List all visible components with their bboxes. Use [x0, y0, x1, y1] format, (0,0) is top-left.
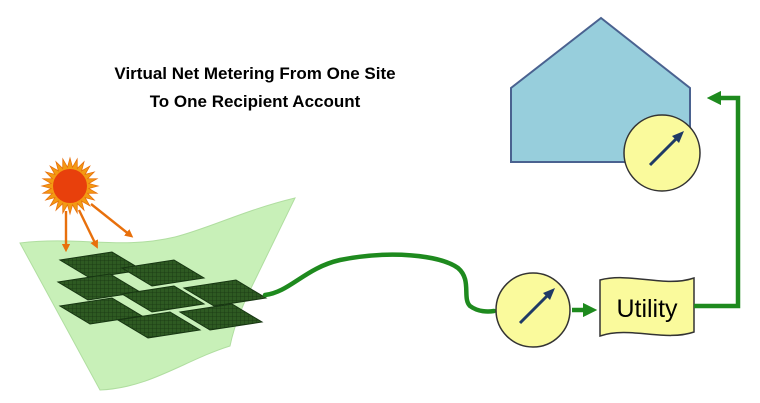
sun-ray-arrow: [90, 203, 134, 238]
recipient-meter-icon: [623, 114, 701, 192]
generation-meter-icon: [495, 272, 571, 348]
solar-panel: [120, 285, 206, 313]
wire-panels-to-meter: [262, 252, 497, 314]
meter-needle: [648, 136, 679, 167]
wire-utility-to-house: [694, 90, 741, 309]
utility-shape: [599, 276, 695, 338]
meter-needle-tip: [672, 131, 684, 143]
solar-panel: [178, 303, 264, 331]
meter-needle-tip: [543, 288, 555, 300]
solar-panel: [116, 311, 202, 339]
sun-ray-arrow: [77, 209, 98, 249]
diagram-title-line-1: Virtual Net Metering From One Site: [114, 64, 395, 83]
utility-label: Utility: [616, 295, 678, 323]
solar-panel-icon: [56, 251, 268, 339]
solar-panel: [120, 259, 206, 287]
utility-document-icon: Utility: [599, 276, 695, 338]
sun-icon: [40, 156, 100, 216]
sun-rays: [61, 203, 134, 253]
diagram-title-line-2: To One Recipient Account: [150, 92, 361, 111]
meter-needle: [518, 293, 550, 325]
solar-panel: [182, 279, 268, 307]
sun-core: [53, 169, 87, 203]
